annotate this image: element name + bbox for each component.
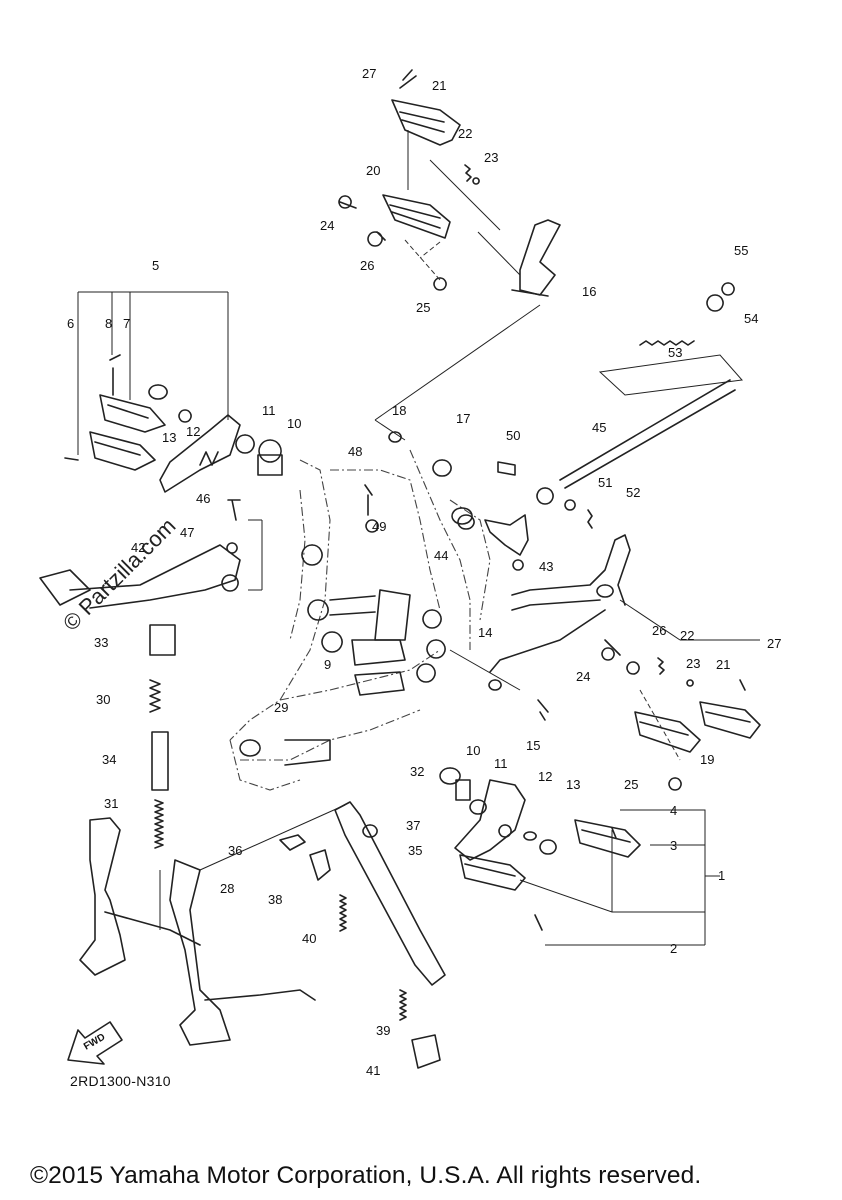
callout-48: 48 — [348, 444, 362, 459]
callout-6: 6 — [67, 316, 74, 331]
callout-4: 4 — [670, 803, 677, 818]
side-stand — [199, 801, 446, 1069]
callout-54: 54 — [744, 311, 758, 326]
callout-38: 38 — [268, 892, 282, 907]
brake-rod-assembly — [497, 282, 743, 529]
right-footrest-front — [439, 767, 720, 946]
callout-33: 33 — [94, 635, 108, 650]
callout-39: 39 — [376, 1023, 390, 1038]
callout-46: 46 — [196, 491, 210, 506]
callout-34: 34 — [102, 752, 116, 767]
callout-25: 25 — [624, 777, 638, 792]
callout-51: 51 — [598, 475, 612, 490]
frame — [229, 449, 491, 791]
diagram-code: 2RD1300-N310 — [70, 1073, 171, 1089]
rear-footrest-right — [601, 639, 761, 791]
fwd-arrow-icon: FWD — [67, 1021, 123, 1065]
callout-12: 12 — [538, 769, 552, 784]
centre-stand — [79, 624, 316, 1046]
callout-18: 18 — [392, 403, 406, 418]
callout-37: 37 — [406, 818, 420, 833]
callout-29: 29 — [274, 700, 288, 715]
left-footrest-bracket — [39, 291, 283, 609]
callout-22: 22 — [680, 628, 694, 643]
callout-49: 49 — [372, 519, 386, 534]
callout-40: 40 — [302, 931, 316, 946]
callout-10: 10 — [466, 743, 480, 758]
callout-13: 13 — [162, 430, 176, 445]
callout-47: 47 — [180, 525, 194, 540]
callout-11: 11 — [262, 403, 276, 418]
callout-50: 50 — [506, 428, 520, 443]
callout-23: 23 — [686, 656, 700, 671]
callout-30: 30 — [96, 692, 110, 707]
copyright: ©2015 Yamaha Motor Corporation, U.S.A. A… — [30, 1162, 702, 1189]
callout-14: 14 — [478, 625, 492, 640]
fwd-label: FWD — [82, 1032, 107, 1053]
callout-32: 32 — [410, 764, 424, 779]
callout-8: 8 — [105, 316, 112, 331]
callout-53: 53 — [668, 345, 682, 360]
centre-parts — [364, 304, 541, 571]
callout-43: 43 — [539, 559, 553, 574]
callout-42: 42 — [131, 540, 145, 555]
callout-25: 25 — [416, 300, 430, 315]
callout-31: 31 — [104, 796, 118, 811]
callout-16: 16 — [582, 284, 596, 299]
callout-9: 9 — [324, 657, 331, 672]
callout-41: 41 — [366, 1063, 380, 1078]
callout-22: 22 — [458, 126, 472, 141]
callout-19: 19 — [700, 752, 714, 767]
brake-pedal — [449, 534, 760, 721]
callout-3: 3 — [670, 838, 677, 853]
callout-35: 35 — [408, 843, 422, 858]
callout-26: 26 — [652, 623, 666, 638]
callout-15: 15 — [526, 738, 540, 753]
callout-45: 45 — [592, 420, 606, 435]
callout-10: 10 — [287, 416, 301, 431]
callout-11: 11 — [494, 756, 508, 771]
callout-28: 28 — [220, 881, 234, 896]
callout-36: 36 — [228, 843, 242, 858]
callout-5: 5 — [152, 258, 159, 273]
callout-7: 7 — [123, 316, 130, 331]
callout-55: 55 — [734, 243, 748, 258]
callout-13: 13 — [566, 777, 580, 792]
callout-20: 20 — [366, 163, 380, 178]
callout-24: 24 — [576, 669, 590, 684]
rear-footrest-top — [338, 69, 561, 297]
callout-52: 52 — [626, 485, 640, 500]
callout-27: 27 — [767, 636, 781, 651]
callout-1: 1 — [718, 868, 725, 883]
callout-44: 44 — [434, 548, 448, 563]
callout-26: 26 — [360, 258, 374, 273]
callout-23: 23 — [484, 150, 498, 165]
callout-27: 27 — [362, 66, 376, 81]
callout-21: 21 — [716, 657, 730, 672]
callout-21: 21 — [432, 78, 446, 93]
callout-2: 2 — [670, 941, 677, 956]
callout-12: 12 — [186, 424, 200, 439]
callout-24: 24 — [320, 218, 334, 233]
callout-17: 17 — [456, 411, 470, 426]
